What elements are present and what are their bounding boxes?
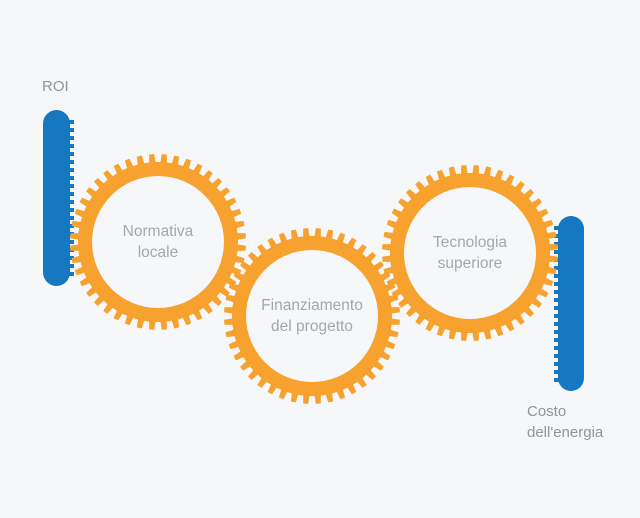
roi-rack	[43, 110, 74, 286]
gear-superior-technology	[382, 165, 558, 341]
gear-label-superior-technology-line1: Tecnologia	[432, 234, 508, 251]
roi-label: ROI	[42, 78, 69, 95]
gear-label-superior-technology: Tecnologia superiore	[433, 232, 507, 274]
gear-label-superior-technology-line2: superiore	[437, 255, 503, 272]
gear-label-local-regulation: Normativa locale	[123, 221, 194, 263]
gear-label-local-regulation-line2: locale	[137, 244, 179, 261]
gear-label-project-financing-line1: Finanziamento	[261, 297, 363, 314]
gear-project-financing	[224, 228, 400, 404]
gear-local-regulation	[70, 154, 246, 330]
energy-cost-label-line1: Costo	[527, 403, 567, 420]
gear-label-local-regulation-line1: Normativa	[122, 223, 194, 240]
energy-cost-label: Costo dell'energia	[527, 401, 603, 443]
gear-label-project-financing: Finanziamento del progetto	[261, 295, 363, 337]
energy-cost-rack	[554, 216, 584, 391]
gear-label-project-financing-line2: del progetto	[271, 318, 353, 335]
energy-cost-label-line2: dell'energia	[527, 424, 604, 441]
